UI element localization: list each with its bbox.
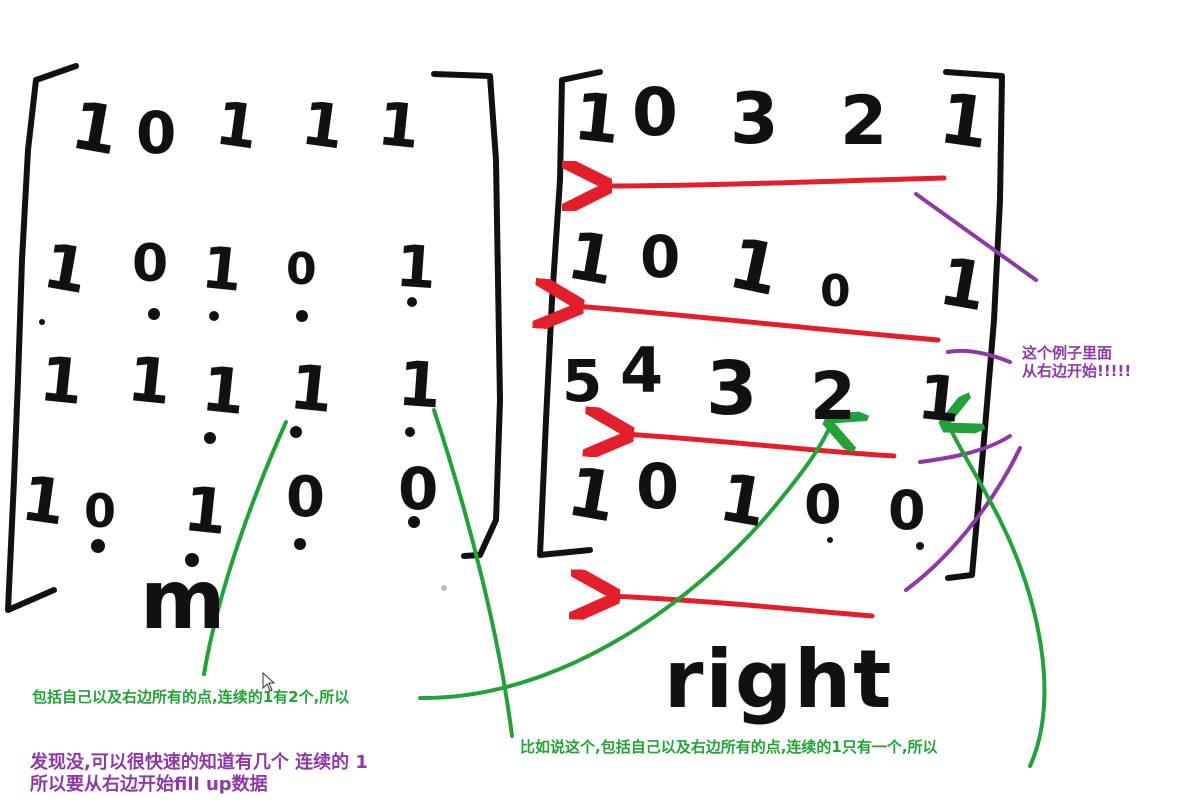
- red-arrow-row-4: [610, 596, 875, 616]
- red-arrows: [574, 178, 947, 616]
- m-r3-c0: 1: [17, 461, 71, 540]
- purple-note-bottom: 发现没,可以很快速的知道有几个 连续的 1 所以要从右边开始fill up数据: [30, 752, 368, 795]
- purple-line-low: [918, 434, 1012, 464]
- purple-line-mid: [946, 348, 1012, 364]
- right-r2-c1: 4: [620, 334, 664, 407]
- right-r2-c2: 3: [706, 346, 758, 432]
- m-r3-c3: 0: [286, 465, 325, 530]
- purple-line-diagonal: [904, 446, 1022, 592]
- m-r1-c2: 1: [198, 233, 246, 305]
- mouse-cursor-icon: [262, 672, 276, 692]
- right-r3-c1: 0: [636, 450, 680, 523]
- ink-dots: [39, 297, 924, 591]
- side-note-line-1: 这个例子里面: [1022, 344, 1113, 362]
- matrix-m-brackets: [5, 63, 503, 613]
- right-r0-c1: 0: [632, 74, 678, 151]
- right-r2-c3: 2: [810, 358, 856, 435]
- matrix-right-right-bracket: [943, 69, 1005, 581]
- right-r1-c3: 0: [820, 266, 851, 317]
- m-r2-c1: 1: [124, 341, 175, 420]
- right-r1-c1: 0: [640, 223, 681, 291]
- purple-strokes: [904, 192, 1038, 592]
- m-r2-c3: 1: [286, 349, 337, 428]
- matrix-m-right-bracket: [431, 71, 503, 559]
- purple-note-line-1: 发现没,可以很快速的知道有几个 连续的 1: [30, 752, 368, 773]
- m-r1-c4: 1: [393, 231, 439, 303]
- purple-note-line-2: 所以要从右边开始fill up数据: [30, 773, 268, 795]
- right-r0-c3: 2: [840, 82, 888, 161]
- right-r0-c2: 3: [730, 78, 779, 160]
- green-line-m-col5: [432, 408, 514, 738]
- red-arrow-row-2: [574, 306, 941, 343]
- m-r3-c1: 0: [84, 484, 117, 538]
- right-r2-c0: 5: [562, 347, 603, 415]
- m-r2-c4: 1: [395, 346, 444, 423]
- green-note-left: 包括自己以及右边所有的点,连续的1有2个,所以: [32, 688, 350, 706]
- m-r3-c2: 1: [180, 471, 231, 550]
- right-r2-c4: 1: [914, 359, 965, 438]
- side-note-line-2: 从右边开始!!!!!: [1022, 362, 1132, 380]
- green-note-bottom: 比如说这个,包括自己以及右边所有的点,连续的1只有一个,所以: [520, 738, 938, 756]
- m-r1-c3: 0: [286, 244, 317, 295]
- m-r0-c4: 1: [374, 89, 424, 163]
- m-r0-c3: 1: [297, 88, 349, 164]
- side-note-purple: 这个例子里面 从右边开始!!!!!: [1022, 344, 1131, 380]
- m-r2-c2: 1: [198, 351, 249, 430]
- matrix-right-label: right: [664, 633, 894, 726]
- purple-line-top: [914, 192, 1038, 282]
- green-arrow-to-1: [948, 424, 1047, 768]
- m-r3-c4: 0: [398, 455, 439, 523]
- m-r0-c2: 1: [211, 88, 263, 164]
- matrix-m-left-bracket: [5, 63, 79, 613]
- green-arrow-to-2: [418, 422, 832, 701]
- m-r0-c1: 0: [136, 99, 177, 167]
- right-r3-c4: 0: [888, 479, 926, 542]
- m-r2-c0: 1: [36, 341, 87, 420]
- red-arrow-row-3: [624, 434, 897, 456]
- green-strokes: [202, 408, 1047, 768]
- right-r0-c4: 1: [934, 77, 995, 165]
- green-line-m-col4: [202, 420, 288, 676]
- right-r0-c0: 1: [570, 77, 624, 160]
- right-r3-c3: 0: [804, 473, 842, 536]
- m-r1-c1: 0: [132, 234, 169, 294]
- matrix-m-label: m: [140, 553, 226, 648]
- red-arrow-row-1: [602, 178, 947, 186]
